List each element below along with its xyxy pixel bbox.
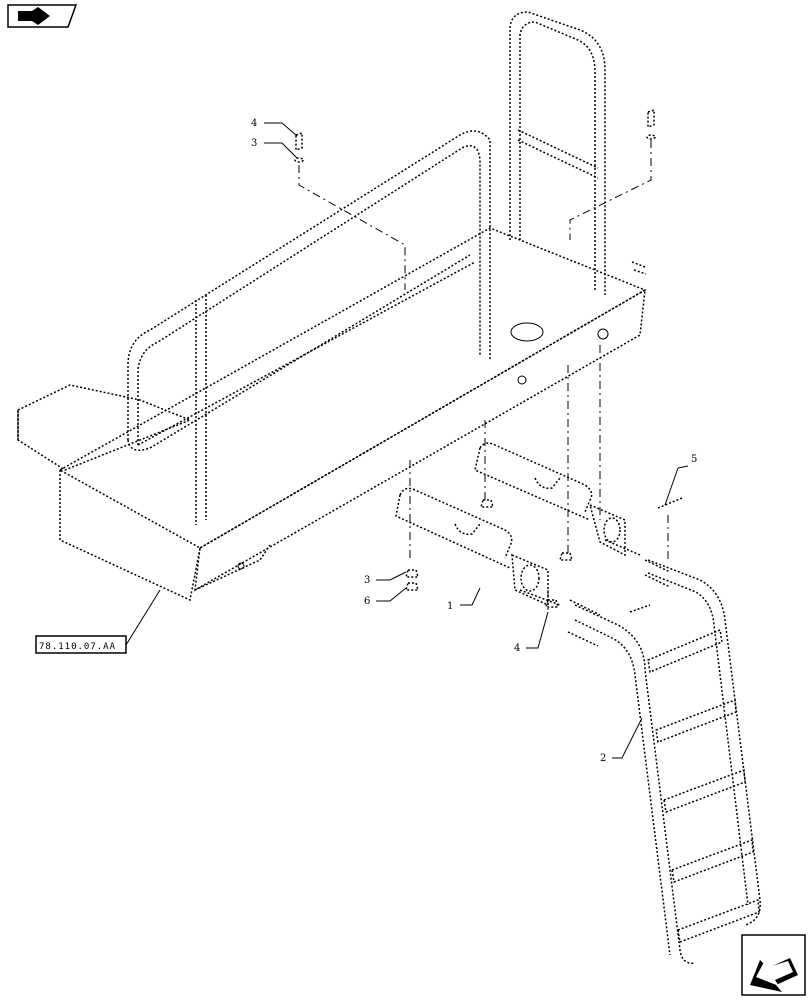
ladder-step — [655, 698, 737, 744]
ladder-step — [647, 628, 723, 674]
platform-side — [194, 288, 646, 592]
callout-label: 4 — [514, 643, 520, 654]
nut — [559, 552, 573, 561]
callout-label: 3 — [364, 575, 370, 586]
callout-label: 4 — [251, 118, 257, 129]
assembly-leaders — [298, 140, 669, 610]
nut — [480, 499, 494, 508]
handrail-assembly — [127, 11, 606, 525]
bolt — [631, 261, 647, 275]
callout-label: 6 — [364, 596, 370, 607]
callout-6[interactable]: 6 — [364, 587, 407, 607]
bolt — [295, 131, 303, 152]
bracket-rear — [474, 442, 641, 557]
ladder-step — [671, 838, 754, 884]
callout-label: 3 — [251, 138, 257, 149]
callout-5[interactable]: 5 — [664, 454, 697, 506]
side-handrail — [127, 130, 491, 440]
platform-extension — [17, 384, 193, 471]
callout-4-top[interactable]: 4 — [251, 118, 298, 137]
reference-link[interactable]: 78.110.07.AA — [35, 589, 161, 654]
callout-label: 2 — [600, 753, 606, 764]
reference-label: 78.110.07.AA — [39, 642, 116, 652]
callout-2[interactable]: 2 — [600, 717, 643, 764]
arrow-next-icon — [750, 958, 798, 992]
ladder-step — [663, 768, 746, 814]
bolt — [647, 108, 655, 129]
nut — [545, 599, 559, 608]
callout-4-mid[interactable]: 4 — [514, 611, 549, 654]
washer — [646, 134, 656, 140]
callout-3-top[interactable]: 3 — [251, 138, 298, 159]
callout-1[interactable]: 1 — [447, 587, 481, 612]
ladder-rail-left — [574, 604, 696, 964]
washer — [294, 157, 304, 163]
bolt — [629, 604, 651, 613]
rear-handrail — [509, 11, 606, 295]
ladder-rail-right — [647, 559, 761, 926]
back-button[interactable] — [7, 4, 78, 28]
platform-assembly — [17, 227, 647, 602]
platform-hole — [510, 322, 544, 342]
callout-label: 5 — [691, 454, 697, 465]
platform-deck — [58, 227, 647, 549]
nut — [405, 582, 419, 591]
next-button[interactable] — [741, 934, 806, 996]
ladder-assembly — [567, 559, 761, 964]
bracket-front — [395, 487, 561, 607]
callout-3-mid[interactable]: 3 — [364, 571, 407, 586]
nut — [405, 569, 419, 578]
platform-lower-box — [59, 470, 201, 602]
hardware — [294, 108, 683, 613]
ladder-step — [677, 898, 760, 944]
callout-label: 1 — [447, 601, 453, 612]
bolt — [657, 497, 683, 509]
arrow-back-icon — [18, 7, 50, 25]
